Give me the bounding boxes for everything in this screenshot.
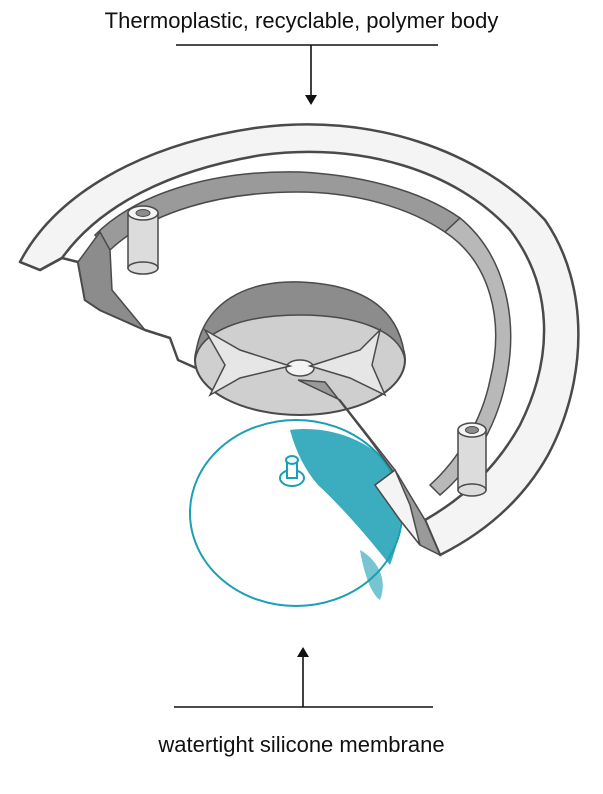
bottom-callout bbox=[174, 652, 433, 707]
body-post-left bbox=[128, 206, 158, 274]
silicone-membrane bbox=[190, 420, 402, 606]
body-post-right bbox=[458, 423, 486, 496]
body-hub-center bbox=[286, 360, 314, 376]
top-callout bbox=[176, 45, 438, 100]
membrane-material-label: watertight silicone membrane bbox=[0, 732, 603, 758]
